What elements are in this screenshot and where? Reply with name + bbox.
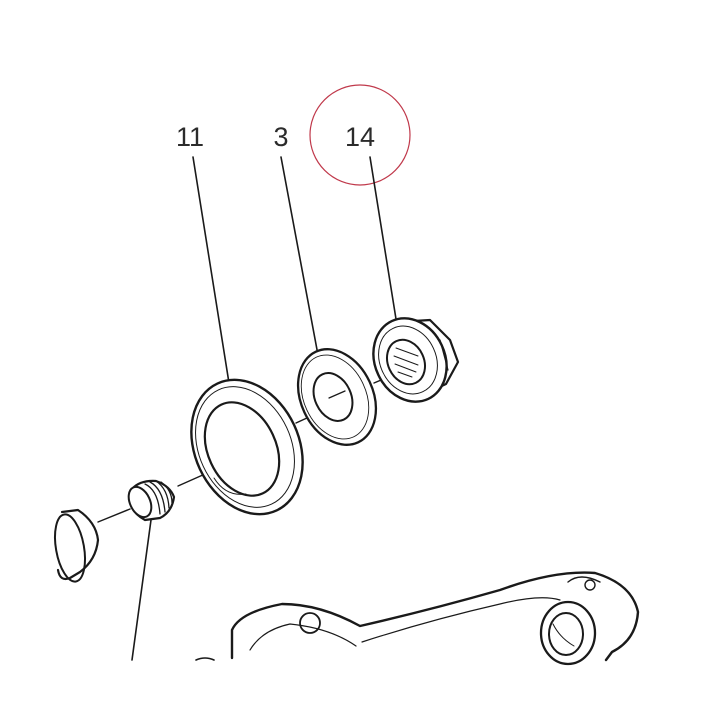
leader-line-11 (192, 156, 230, 384)
callout-label-3: 3 (273, 122, 288, 152)
leader-line-stud (131, 519, 152, 661)
threaded-stud (127, 479, 176, 522)
leader-line-14 (369, 156, 397, 320)
mounting-arm (195, 571, 640, 666)
part-14-flange-nut (372, 317, 460, 403)
leader-lines (131, 156, 397, 661)
part-3-washer (296, 348, 378, 446)
part-11-washer (190, 378, 304, 516)
partial-shaft (54, 508, 100, 583)
callout-label-14: 14 (345, 122, 375, 152)
leader-line-3 (280, 156, 319, 356)
highlight-circle (309, 84, 411, 186)
callout-label-11: 11 (176, 122, 204, 152)
